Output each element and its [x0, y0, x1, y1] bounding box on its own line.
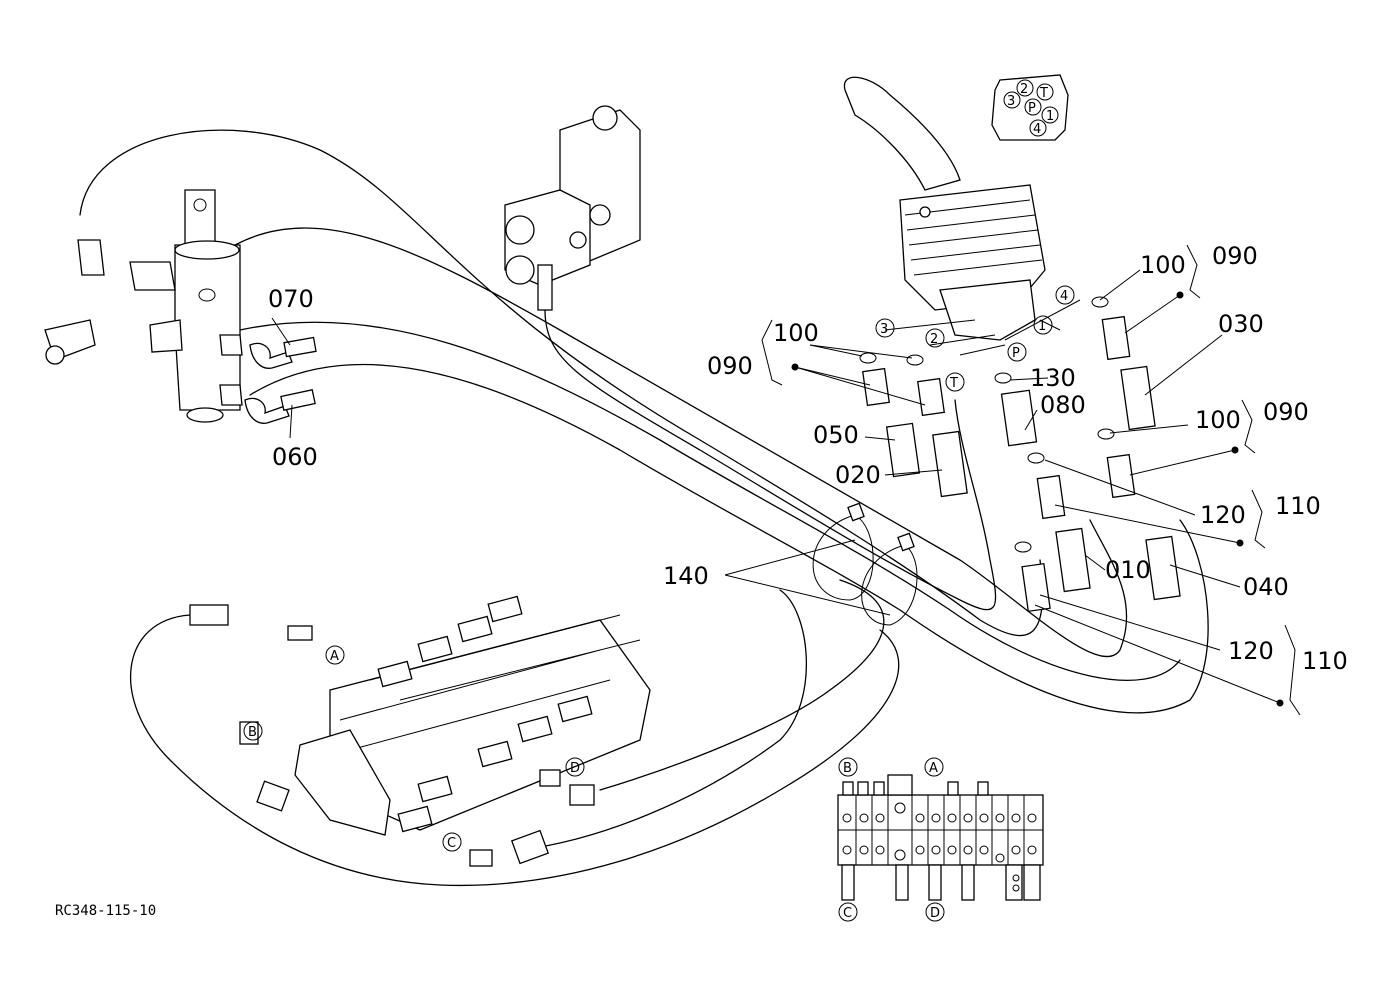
part-label-020: 020 — [835, 461, 881, 489]
leader-lines — [271, 244, 1301, 716]
port-p-label: P — [1012, 346, 1020, 361]
part-label-120-lower: 120 — [1228, 637, 1274, 665]
part-label-080: 080 — [1040, 391, 1086, 419]
joystick-port-callouts: 3 2 4 1 P T — [875, 285, 1075, 392]
joystick-port-inset: 3 2 T P 1 4 — [991, 74, 1069, 141]
part-label-010: 010 — [1105, 556, 1151, 584]
inset-port-t: T — [1039, 86, 1048, 101]
part-label-110-upper: 110 — [1275, 492, 1321, 520]
cable-ties — [812, 502, 918, 626]
inset-connection-c: C — [843, 906, 852, 921]
inset-port-1: 1 — [1046, 109, 1054, 124]
joystick-valve — [843, 76, 1081, 356]
joystick-fittings — [859, 296, 1181, 613]
port-3-label: 3 — [880, 322, 888, 337]
inset-port-4: 4 — [1033, 122, 1041, 137]
valve-schematic-inset: B A C D — [837, 757, 1044, 922]
connection-b-label: B — [248, 725, 257, 740]
connection-a-label: A — [330, 649, 339, 664]
inset-port-2: 2 — [1020, 82, 1028, 97]
part-label-100-top: 100 — [1140, 251, 1186, 279]
part-label-110-lower: 110 — [1302, 647, 1348, 675]
control-valve-bank — [189, 595, 651, 867]
inset-port-3: 3 — [1007, 94, 1015, 109]
part-label-120-upper: 120 — [1200, 501, 1246, 529]
port-t-label: T — [949, 376, 958, 391]
inset-connection-a: A — [929, 761, 938, 776]
port-4-label: 4 — [1060, 289, 1068, 304]
part-label-050: 050 — [813, 421, 859, 449]
part-label-090-left: 090 — [707, 352, 753, 380]
connection-d-label: D — [570, 761, 580, 776]
part-label-100-right: 100 — [1195, 406, 1241, 434]
drawing-reference-code: RC348-115-10 — [55, 903, 156, 919]
pilot-valve-left — [44, 189, 317, 424]
connection-callouts: A B C D — [243, 645, 585, 852]
part-label-090-top: 090 — [1212, 242, 1258, 270]
part-label-100-left: 100 — [773, 319, 819, 347]
part-label-070: 070 — [268, 285, 314, 313]
part-number-labels: 070 060 100 090 050 020 130 080 100 090 … — [268, 242, 1348, 675]
inset-port-p: P — [1028, 101, 1036, 116]
hose-bundle — [79, 129, 1209, 887]
solenoid-valve-top — [504, 105, 641, 311]
part-label-140: 140 — [663, 562, 709, 590]
part-label-130: 130 — [1030, 364, 1076, 392]
port-1-label: 1 — [1038, 319, 1046, 334]
part-label-060: 060 — [272, 443, 318, 471]
port-2-label: 2 — [930, 332, 938, 347]
inset-connection-d: D — [930, 906, 940, 921]
connection-c-label: C — [447, 836, 456, 851]
inset-connection-b: B — [843, 761, 852, 776]
part-label-090-right: 090 — [1263, 398, 1309, 426]
part-label-030: 030 — [1218, 310, 1264, 338]
part-label-040: 040 — [1243, 573, 1289, 601]
